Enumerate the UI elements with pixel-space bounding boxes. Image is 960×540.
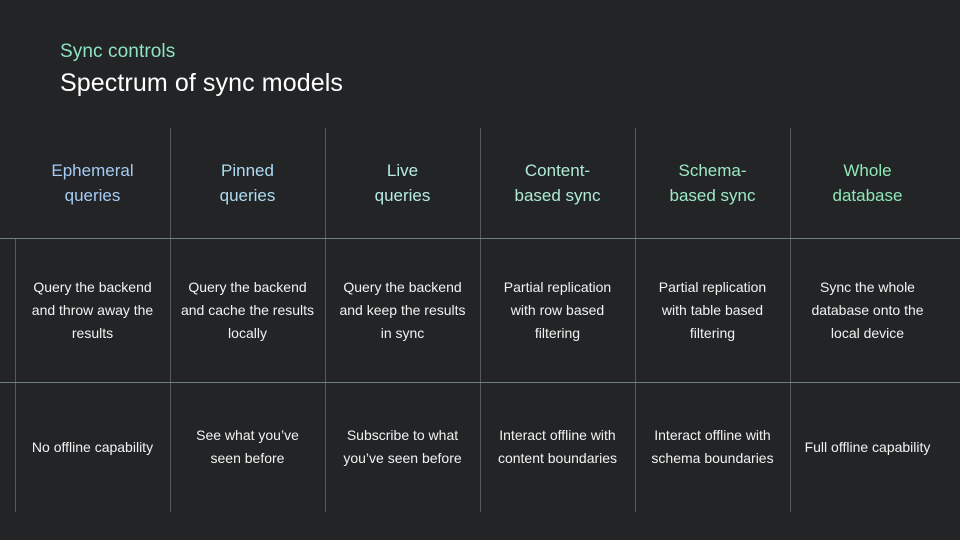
page-title: Spectrum of sync models <box>60 69 343 97</box>
capability-cell: Full offline capability <box>804 438 931 455</box>
table-divider-bottom <box>0 382 960 383</box>
capability-cell: Subscribe to what you’ve seen before <box>343 427 462 466</box>
table-row: Query the backend and cache the results … <box>170 238 325 382</box>
column-header-label: Live queries <box>375 158 431 208</box>
description-cell: Query the backend and keep the results i… <box>339 278 466 341</box>
table-header-cell-schema-based-sync: Schema- based sync <box>635 128 790 238</box>
column-header-line-2: queries <box>374 186 431 205</box>
table-row: See what you’ve seen before <box>170 382 325 512</box>
description-cell: Partial replication with row based filte… <box>503 278 612 341</box>
description-cell: Query the backend and cache the results … <box>180 278 315 341</box>
column-header-line-2: based sync <box>669 186 756 205</box>
column-header-line-1: Content- <box>524 161 591 180</box>
description-cell: Sync the whole database onto the local d… <box>811 278 924 341</box>
table-header-cell-live-queries: Live queries <box>325 128 480 238</box>
table-row: Partial replication with row based filte… <box>480 238 635 382</box>
column-header-label: Schema- based sync <box>670 158 756 208</box>
table-row: Sync the whole database onto the local d… <box>790 238 945 382</box>
column-header-label: Pinned queries <box>220 158 276 208</box>
description-cell: Query the backend and throw away the res… <box>31 278 154 341</box>
description-cell: Partial replication with table based fil… <box>658 278 767 341</box>
slide-eyebrow: Sync controls <box>60 41 176 62</box>
column-header-line-2: queries <box>219 186 276 205</box>
column-header-line-1: Schema- <box>678 161 747 180</box>
table-header-cell-pinned-queries: Pinned queries <box>170 128 325 238</box>
table-row: Full offline capability <box>790 382 945 512</box>
table-row: Subscribe to what you’ve seen before <box>325 382 480 512</box>
table-row: Query the backend and keep the results i… <box>325 238 480 382</box>
table-row: Query the backend and throw away the res… <box>15 238 170 382</box>
column-header-line-1: Live <box>386 161 419 180</box>
table-header-cell-content-based-sync: Content- based sync <box>480 128 635 238</box>
sync-models-table: Ephemeral queries Pinned queries Live qu… <box>15 128 945 512</box>
column-header-line-1: Whole <box>843 161 892 180</box>
table-row: Interact offline with schema boundaries <box>635 382 790 512</box>
table-divider-top <box>0 238 960 239</box>
capability-cell: Interact offline with content boundaries <box>497 427 618 466</box>
column-header-label: Ephemeral queries <box>51 158 133 208</box>
capability-cell: See what you’ve seen before <box>196 427 299 466</box>
column-header-line-1: Ephemeral <box>51 161 134 180</box>
capability-cell: No offline capability <box>31 438 154 455</box>
slide-header: Sync controls Spectrum of sync models <box>60 40 343 99</box>
column-header-line-1: Pinned <box>221 161 274 180</box>
column-header-line-2: based sync <box>514 186 601 205</box>
table-row: Partial replication with table based fil… <box>635 238 790 382</box>
column-header-label: Content- based sync <box>515 158 601 208</box>
column-header-line-2: queries <box>64 186 121 205</box>
table-header-cell-ephemeral-queries: Ephemeral queries <box>15 128 170 238</box>
capability-cell: Interact offline with schema boundaries <box>651 427 774 466</box>
column-header-line-2: database <box>832 186 903 205</box>
table-row: No offline capability <box>15 382 170 512</box>
column-header-label: Whole database <box>833 158 903 208</box>
table-row: Interact offline with content boundaries <box>480 382 635 512</box>
table-header-cell-whole-database: Whole database <box>790 128 945 238</box>
